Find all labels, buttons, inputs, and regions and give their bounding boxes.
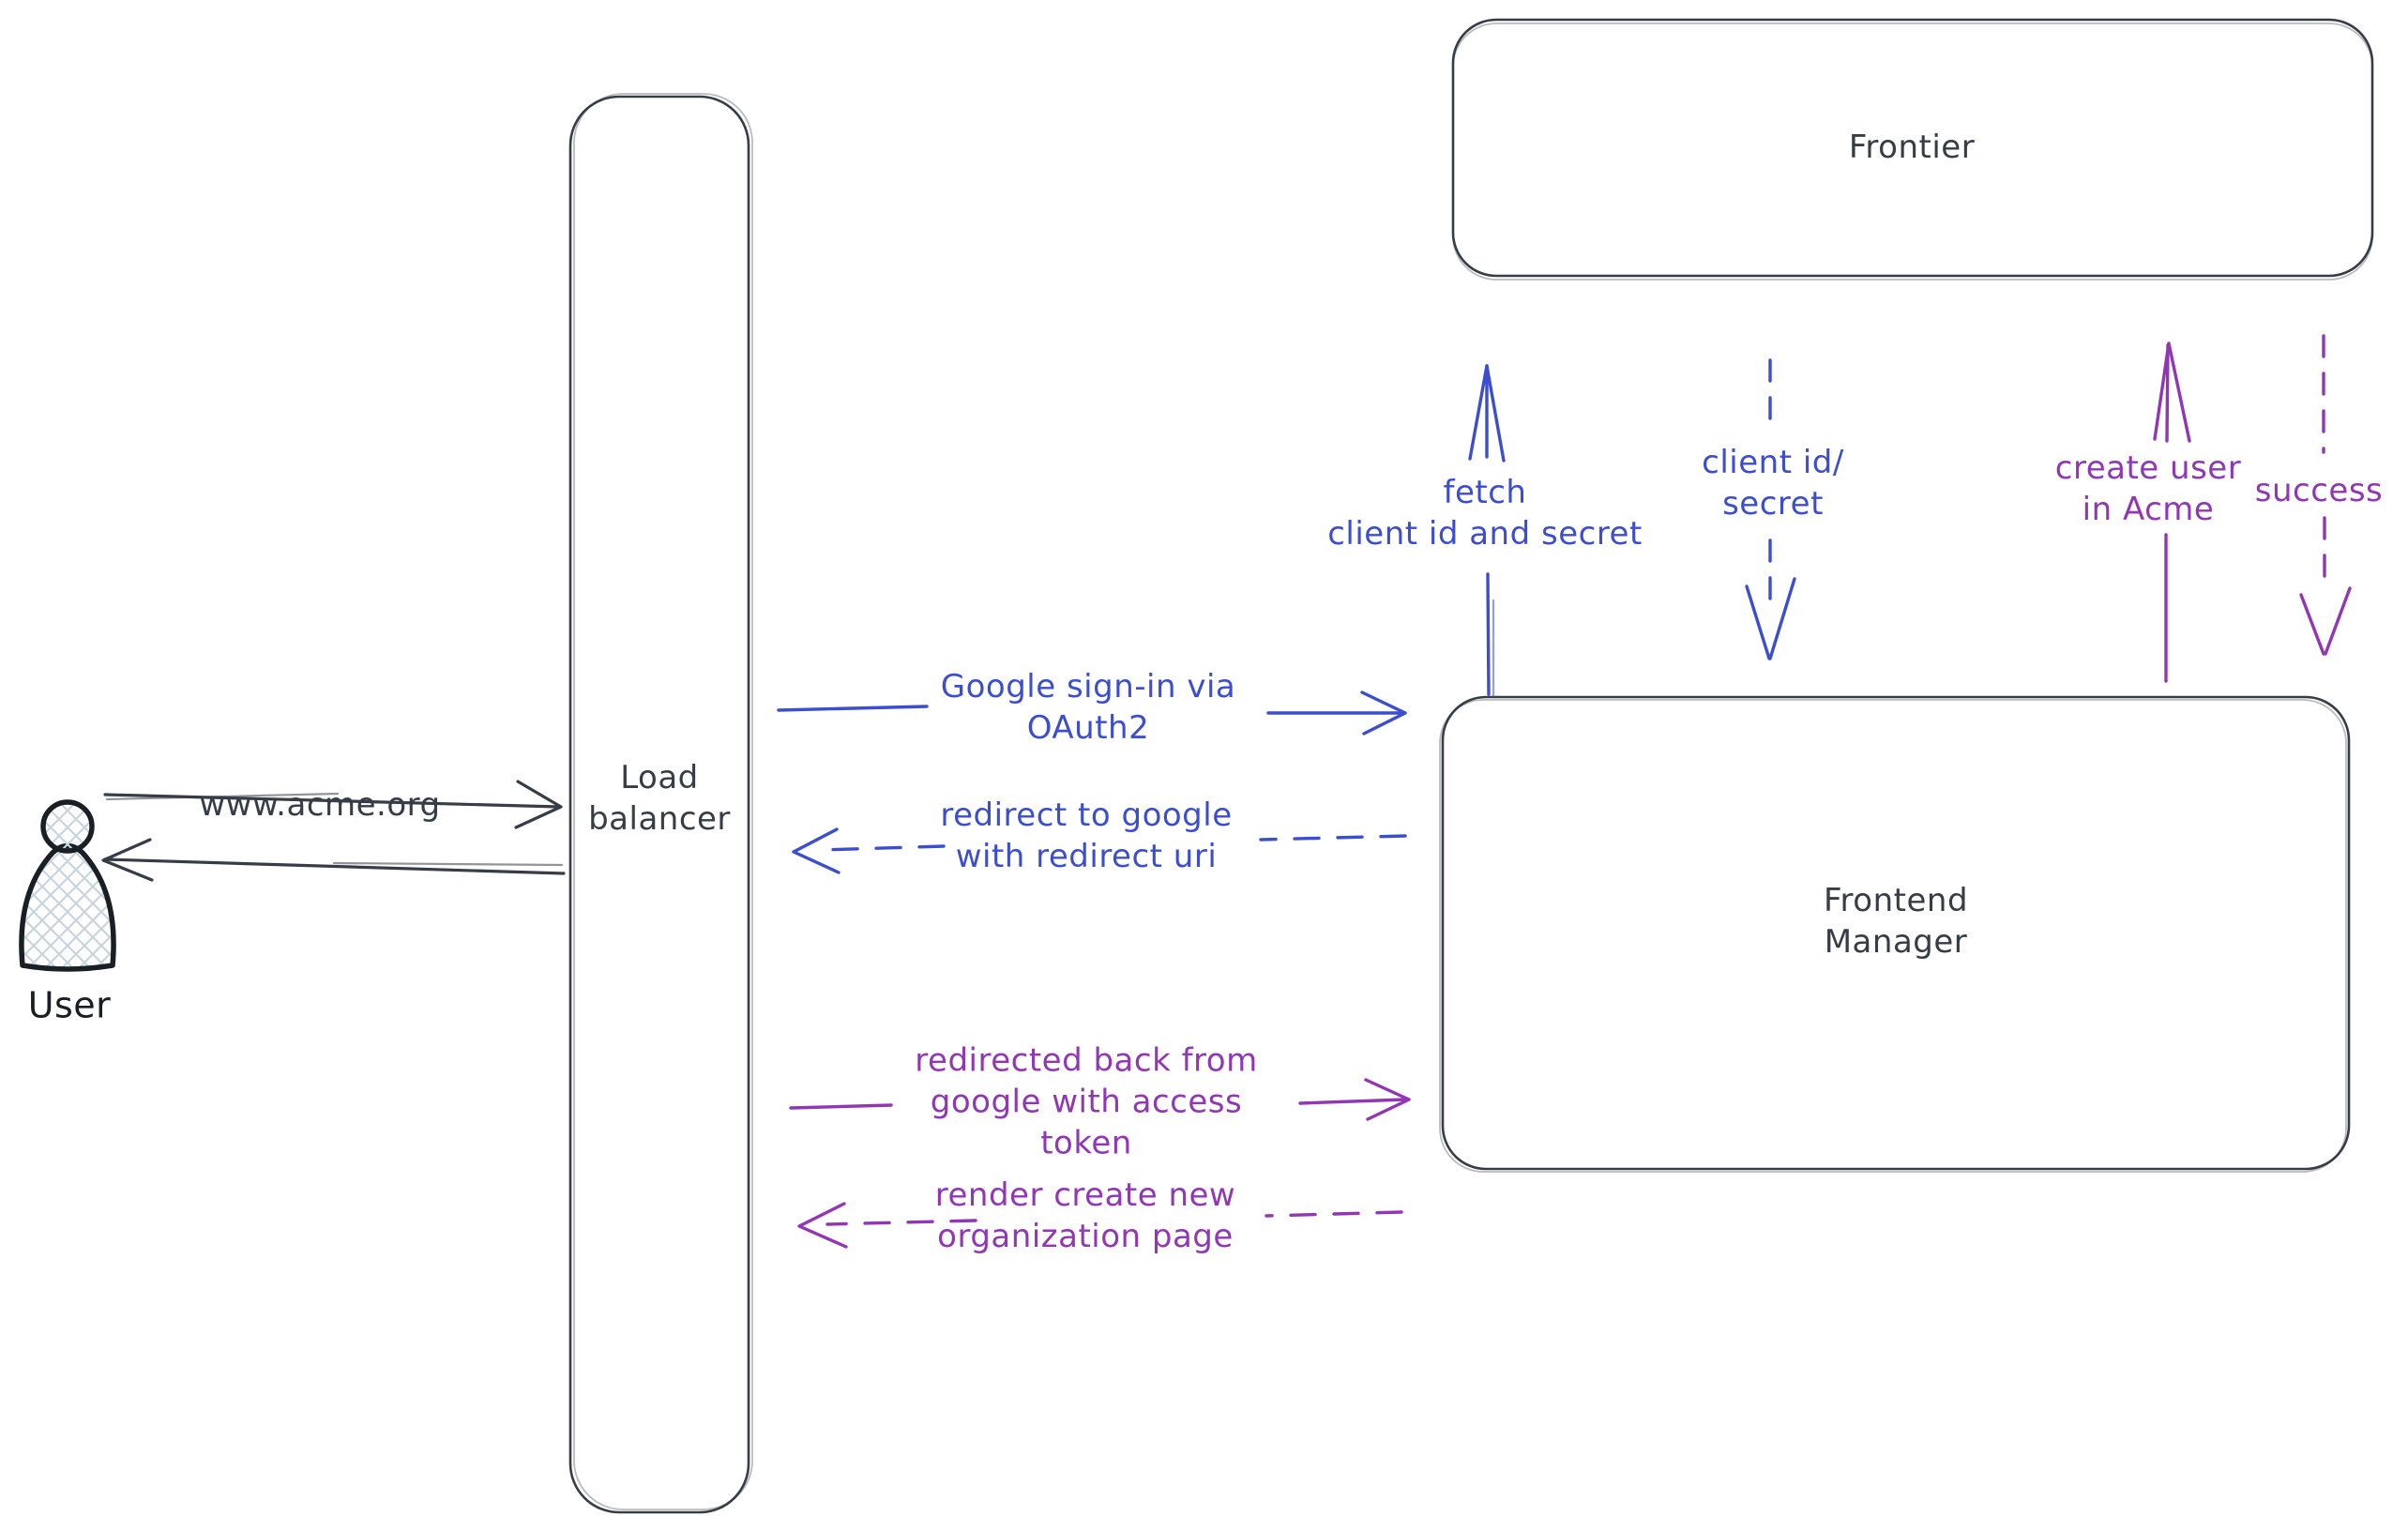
arrow-success bbox=[2299, 334, 2352, 656]
arrow-www-acme bbox=[103, 780, 563, 829]
arrow-google-signin bbox=[777, 690, 1407, 736]
arrow-create-user bbox=[2153, 341, 2191, 683]
arrow-redirected-back bbox=[789, 1078, 1411, 1121]
frontier-box bbox=[1451, 18, 2374, 281]
arrow-clientid-secret bbox=[1745, 358, 1796, 660]
arrow-fetch-client bbox=[1468, 364, 1506, 698]
frontend-manager-box bbox=[1439, 695, 2351, 1173]
arrow-acme-response bbox=[101, 838, 566, 882]
arrow-render-page bbox=[797, 1202, 1403, 1249]
load-balancer-box bbox=[568, 93, 753, 1514]
arrow-redirect-google bbox=[792, 827, 1407, 874]
person-icon bbox=[19, 799, 116, 972]
